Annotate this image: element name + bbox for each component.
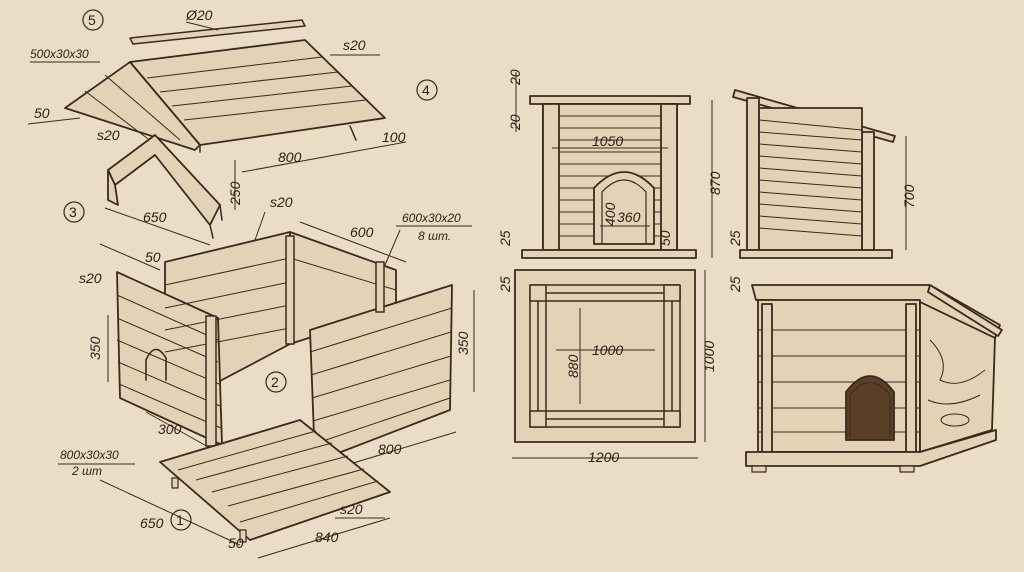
wall-height-left-label: 350 [87,336,103,360]
floor-assembly [159,419,391,543]
doghouse-perspective [745,284,1003,473]
floor-width-label: 650 [140,515,164,531]
floor-beams-count-label: 2 шт [71,464,102,478]
plan-length-label: 1000 [701,341,717,372]
step-1-marker [170,509,192,531]
step-4-marker [416,79,438,101]
door-sill-label: 50 [657,230,673,246]
front-wall-thickness-label: s20 [79,270,102,286]
front-width-label: 1050 [592,133,623,149]
side-height-label: 700 [901,184,917,208]
step-4-label: 4 [422,82,430,98]
walls-assembly [116,231,453,463]
floor-offset-label: 50 [228,535,244,551]
floor-beams-label: 800x30x30 [60,448,119,462]
step-3-marker [63,201,85,223]
front-top-board-label: 20 [507,114,523,131]
door-width-label: 300 [158,421,182,437]
gable-thickness-label: s20 [97,127,120,143]
posts-size-label: 600x30x20 [402,211,461,225]
side-elevation [732,89,896,259]
roof-thickness-label: s20 [343,37,366,53]
side-base-label: 25 [727,276,743,293]
front-base-label: 25 [727,230,743,247]
front-base-right-label: 25 [497,276,513,293]
walls-depth-label: 600 [350,224,374,240]
floor-thickness-label: s20 [340,501,363,517]
step-3-label: 3 [69,204,77,220]
plan-depth-label: 880 [565,354,581,378]
step-1-label: 1 [176,512,184,528]
step-5-marker [82,9,104,31]
wall-height-right-label: 350 [455,331,471,355]
roof-assembly [64,39,386,153]
posts-count-label: 8 шт. [418,229,451,243]
ridge-diameter-label: Ø20 [185,7,213,23]
plan-inner-label: 1000 [592,342,623,358]
step-2-marker [265,371,287,393]
front-height-label: 870 [707,171,723,195]
roof-overhang-label: 50 [34,105,50,121]
front-base-left-label: 25 [497,230,513,247]
door-height-label: 400 [602,202,618,226]
floor-length-label: 840 [315,529,339,545]
side-length-label: 800 [378,441,402,457]
step-2-label: 2 [271,374,279,390]
walls-offset-label: 50 [145,249,161,265]
step-5-label: 5 [88,12,96,28]
plan-view [514,269,696,443]
roof-length-label: 800 [278,149,302,165]
walls-thickness-label: s20 [270,194,293,210]
plan-overall-label: 1200 [588,449,619,465]
door-width-label-front: 360 [617,209,641,225]
roof-eave-label: 100 [382,129,406,145]
front-roof-board-label: 20 [507,69,523,86]
roof-beam-label: 500x30x30 [30,47,89,61]
ridge-bar [129,19,306,45]
gable-width-label: 650 [143,209,167,225]
gable-frame [107,134,223,239]
